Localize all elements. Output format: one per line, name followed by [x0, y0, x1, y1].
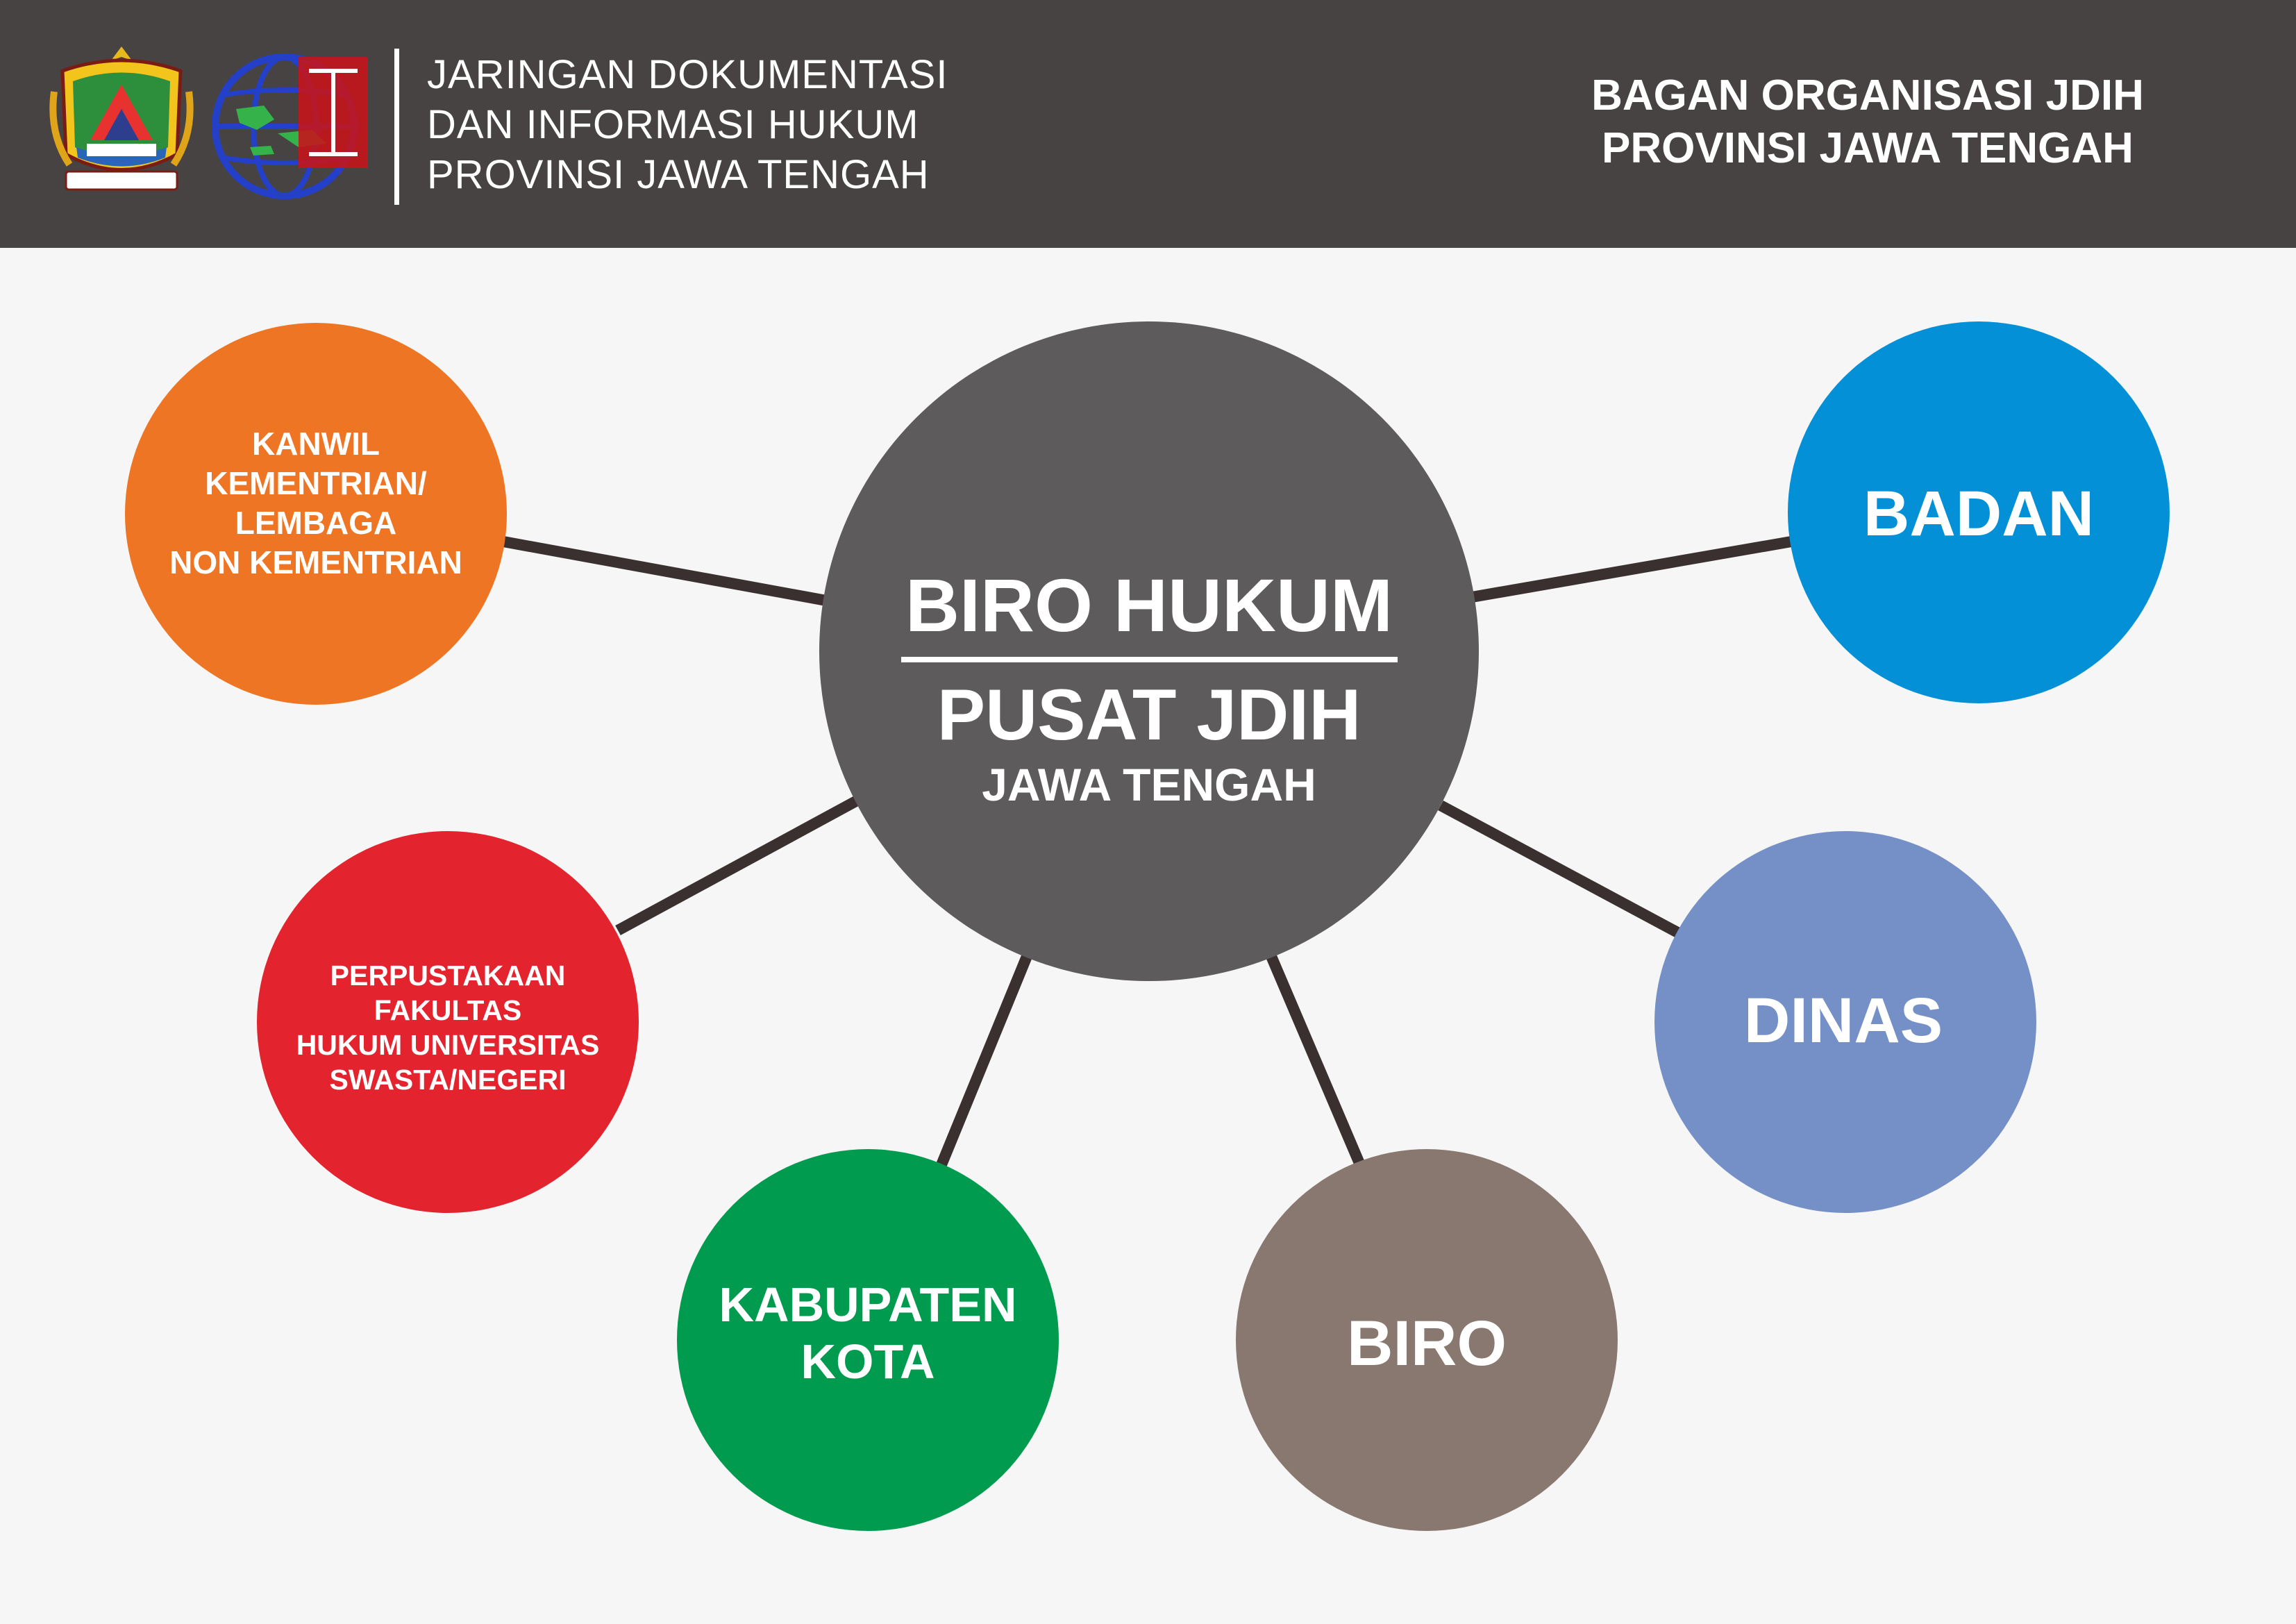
- organization-name: JARINGAN DOKUMENTASI DAN INFORMASI HUKUM…: [427, 50, 1052, 200]
- perpustakaan-node-line: PERPUSTAKAAN: [330, 960, 566, 991]
- center-node-divider: [900, 657, 1398, 662]
- dinas-node-circle: [1654, 831, 2036, 1213]
- kanwil-node-circle: [125, 323, 507, 705]
- page-heading-line: BAGAN ORGANISASI JDIH: [1591, 72, 2144, 119]
- connector-kanwil: [502, 536, 828, 606]
- connector-kabupaten: [935, 952, 1033, 1169]
- header-divider: [394, 49, 399, 205]
- perpustakaan-node-line: HUKUM UNIVERSITAS: [296, 1029, 600, 1061]
- center-node-label: BIRO HUKUM PUSAT JDIH JAWA TENGAH: [819, 542, 1479, 833]
- dinas-node-line: DINAS: [1743, 985, 1943, 1056]
- badan-node-line: BADAN: [1863, 478, 2095, 549]
- connector-perpustakaan: [615, 793, 864, 936]
- perpustakaan-node-line: SWASTA/NEGERI: [329, 1064, 567, 1096]
- perpustakaan-node-label: PERPUSTAKAAN FAKULTAS HUKUM UNIVERSITAS …: [257, 944, 639, 1111]
- kanwil-node-line: NON KEMENTRIAN: [169, 544, 462, 580]
- biro-node-line: BIRO: [1347, 1308, 1507, 1379]
- biro-node-label: BIRO: [1236, 1257, 1618, 1430]
- kabupaten-node-label: KABUPATEN KOTA: [677, 1264, 1059, 1403]
- connectors: [502, 536, 1793, 1169]
- dinas-node-label: DINAS: [1652, 934, 2034, 1107]
- header-bar: JARINGAN DOKUMENTASI DAN INFORMASI HUKUM…: [0, 0, 2296, 248]
- jawa-tengah-emblem-icon: [49, 47, 194, 191]
- organization-name-line: DAN INFORMASI HUKUM: [427, 102, 919, 147]
- kabupaten-node-line: KOTA: [801, 1334, 935, 1389]
- page-heading-line: PROVINSI JAWA TENGAH: [1602, 124, 2134, 172]
- jdihn-globe-logo-icon: [212, 53, 368, 199]
- center-node-circle: [819, 321, 1479, 981]
- badan-node-circle: [1788, 321, 2170, 703]
- organization-name-line: PROVINSI JAWA TENGAH: [427, 152, 930, 197]
- center-node-caption: JAWA TENGAH: [982, 759, 1316, 810]
- kanwil-node-label: KANWIL KEMENTRIAN/ LEMBAGA NON KEMENTRIA…: [125, 403, 507, 604]
- center-node-subtitle: PUSAT JDIH: [937, 675, 1361, 755]
- organization-name-line: JARINGAN DOKUMENTASI: [427, 52, 948, 97]
- perpustakaan-node-circle: [257, 831, 639, 1213]
- connector-biro: [1265, 952, 1366, 1169]
- kanwil-node-line: KANWIL: [252, 426, 380, 462]
- kabupaten-node-line: KABUPATEN: [719, 1278, 1017, 1332]
- connector-badan: [1470, 536, 1793, 603]
- center-node-title: BIRO HUKUM: [905, 563, 1393, 647]
- connector-dinas: [1438, 800, 1683, 939]
- biro-node-circle: [1236, 1149, 1618, 1531]
- kanwil-node-line: LEMBAGA: [235, 505, 397, 541]
- perpustakaan-node-line: FAKULTAS: [374, 994, 522, 1026]
- kabupaten-node-circle: [677, 1149, 1059, 1531]
- page-heading: BAGAN ORGANISASI JDIH PROVINSI JAWA TENG…: [1500, 69, 2236, 175]
- kanwil-node-line: KEMENTRIAN/: [205, 465, 427, 501]
- badan-node-label: BADAN: [1788, 427, 2170, 601]
